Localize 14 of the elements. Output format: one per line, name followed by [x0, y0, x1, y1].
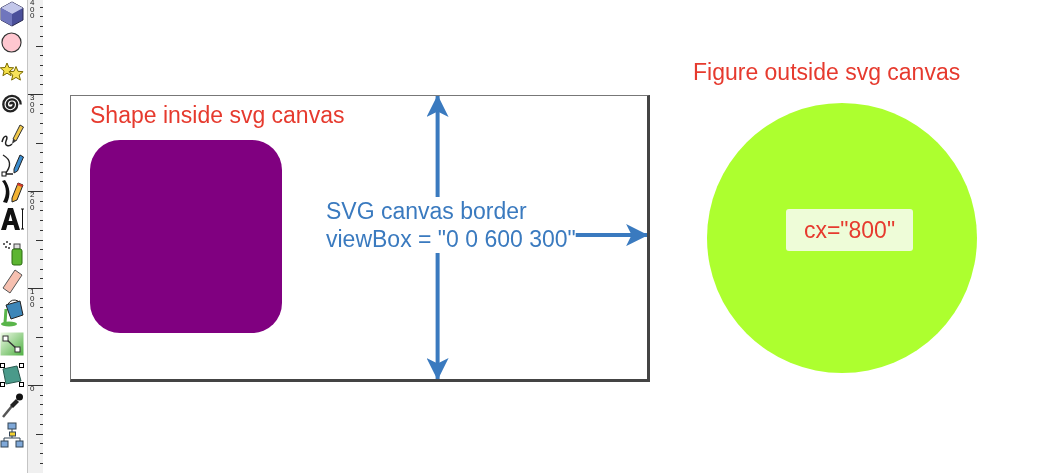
- ruler-number: 300: [30, 95, 35, 115]
- arrow: [426, 94, 449, 197]
- arrow: [575, 224, 649, 247]
- annotation-text: SVG canvas border: [326, 197, 528, 225]
- ruler-number: 0: [30, 386, 35, 393]
- viewbox-attribute-text: viewBox = "0 0 600 300": [326, 225, 576, 253]
- arrow: [426, 253, 449, 381]
- shape-label: Shape inside svg canvas: [90, 102, 345, 128]
- canvas-frame: [70, 95, 650, 382]
- ruler-number: 200: [30, 192, 35, 212]
- figure-label: Figure outside svg canvas: [693, 59, 962, 85]
- attribute-label: cx="800": [786, 209, 913, 251]
- ruler-number: 400: [30, 0, 35, 20]
- ruler-number: 100: [30, 289, 35, 309]
